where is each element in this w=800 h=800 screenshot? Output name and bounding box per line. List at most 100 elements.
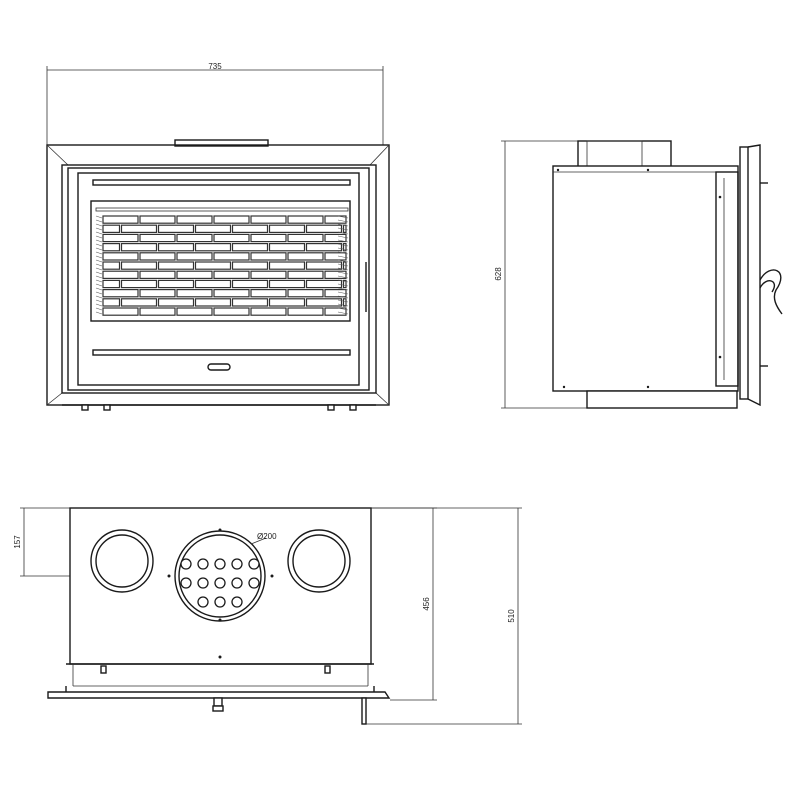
- firebrick: [194, 224, 232, 233]
- firebrick: [176, 233, 213, 243]
- firebrick: [120, 224, 158, 233]
- firebrick: [176, 270, 213, 280]
- flue-hole: [214, 558, 226, 570]
- front-view: 735: [46, 62, 390, 411]
- firebrick: [231, 298, 269, 307]
- stove-body: [552, 165, 739, 392]
- side-shading-line: [95, 223, 103, 227]
- body-depth-dimension: 456: [371, 507, 437, 701]
- side-shading-line: [95, 283, 103, 287]
- side-shading-line: [95, 231, 103, 235]
- firebrick: [324, 270, 347, 280]
- firebrick: [305, 298, 343, 307]
- firebrick: [102, 261, 121, 270]
- door-handle: [759, 269, 783, 315]
- firebrick: [102, 243, 121, 252]
- side-base: [586, 390, 738, 409]
- firebrick: [287, 233, 324, 243]
- height-label: 628: [494, 267, 503, 281]
- flue-hole: [180, 558, 192, 570]
- side-shading-line: [337, 259, 349, 263]
- glass-window: [90, 200, 351, 322]
- firebrick: [102, 279, 121, 289]
- flue-hole: [214, 596, 226, 608]
- firebrick: [194, 243, 232, 252]
- front-foot-left: [81, 404, 89, 411]
- firebrick: [120, 279, 158, 289]
- door-inner: [77, 172, 360, 386]
- firebrick: [102, 233, 139, 243]
- side-shading-line: [95, 287, 103, 291]
- firebrick: [176, 215, 213, 224]
- frame-plate: [739, 146, 749, 400]
- top-vent-bar: [174, 139, 269, 147]
- firebrick: [102, 307, 139, 316]
- flue-hole: [197, 577, 209, 589]
- firebrick: [139, 233, 176, 243]
- total-depth-dimension: 510: [364, 507, 522, 725]
- firebrick: [139, 270, 176, 280]
- width-dimension: 735: [46, 62, 384, 145]
- upper-air-bar: [92, 179, 351, 186]
- side-shading-line: [95, 311, 103, 315]
- flue-holes: [180, 558, 260, 608]
- top-view: 157 456 510: [13, 507, 522, 725]
- firebrick-pattern: [95, 215, 349, 316]
- firebrick: [250, 307, 287, 316]
- firebrick: [176, 307, 213, 316]
- top-handle: [361, 697, 367, 725]
- right-air-pipe: [287, 529, 351, 593]
- firebrick: [176, 252, 213, 261]
- firebrick: [213, 215, 250, 224]
- firebrick: [157, 243, 195, 252]
- firebrick: [102, 224, 121, 233]
- side-shading-line: [95, 255, 103, 259]
- side-shading-line: [337, 311, 349, 315]
- firebrick: [231, 279, 269, 289]
- firebrick: [268, 261, 306, 270]
- flue-hole: [231, 558, 243, 570]
- side-shading-line: [95, 271, 103, 275]
- side-shading-line: [337, 287, 349, 291]
- total-depth-label: 510: [507, 609, 516, 623]
- height-dimension: 628: [494, 140, 590, 409]
- side-shading-line: [337, 307, 349, 311]
- side-shading-line: [95, 307, 103, 311]
- firebrick: [324, 252, 347, 261]
- firebrick: [120, 298, 158, 307]
- side-shading-line: [95, 291, 103, 295]
- firebrick: [250, 289, 287, 298]
- firebrick: [287, 307, 324, 316]
- frame-profile: [747, 144, 761, 407]
- top-fixing-right: [324, 665, 331, 674]
- side-view: 628: [494, 140, 783, 409]
- firebrick: [213, 252, 250, 261]
- flue-hole: [231, 596, 243, 608]
- firebrick: [176, 289, 213, 298]
- firebrick: [139, 252, 176, 261]
- side-shading-line: [337, 283, 349, 287]
- side-shading-line: [337, 295, 349, 299]
- firebrick: [157, 261, 195, 270]
- firebrick: [268, 279, 306, 289]
- side-shading-line: [95, 219, 103, 223]
- front-foot-left-2: [103, 404, 111, 411]
- side-shading-line: [95, 251, 103, 255]
- firebrick: [231, 261, 269, 270]
- firebrick: [268, 224, 306, 233]
- firebrick: [250, 270, 287, 280]
- side-shading-line: [95, 275, 103, 279]
- firebrick: [139, 307, 176, 316]
- side-shading-line: [337, 235, 349, 239]
- firebrick: [231, 224, 269, 233]
- top-knob: [213, 697, 223, 707]
- side-shading-line: [337, 267, 349, 271]
- firebrick: [250, 233, 287, 243]
- firebrick: [305, 279, 343, 289]
- firebrick: [324, 307, 347, 316]
- firebrick: [194, 261, 232, 270]
- firebrick: [305, 243, 343, 252]
- firebrick: [102, 215, 139, 224]
- body-depth-label: 456: [422, 597, 431, 611]
